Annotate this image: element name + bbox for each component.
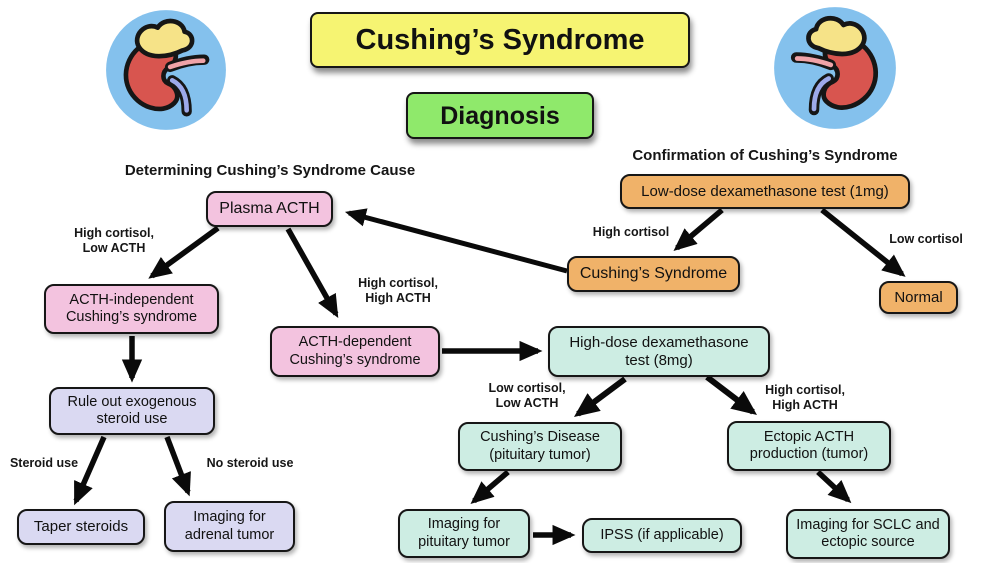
adrenal-kidney-icon-right	[772, 5, 898, 131]
node-cushings-disease: Cushing’s Disease (pituitary tumor)	[458, 422, 622, 471]
edge-label-high-cortisol-high-acth-hd: High cortisol, High ACTH	[765, 383, 845, 412]
node-taper-steroids: Taper steroids	[17, 509, 145, 545]
node-ectopic-acth: Ectopic ACTH production (tumor)	[727, 421, 891, 471]
arrow-disease-to-pituitary-imaging	[470, 469, 510, 504]
arrow-ectopic-to-sclc-imaging	[816, 469, 852, 504]
node-cushings-syndrome: Cushing’s Syndrome	[567, 256, 740, 292]
edge-label-high-cortisol-low-acth: High cortisol, Low ACTH	[74, 226, 154, 255]
arrow-highdose-to-cushings-disease	[573, 376, 627, 418]
node-acth-dependent: ACTH-dependent Cushing’s syndrome	[270, 326, 440, 377]
arrow-lowdose-to-cushings	[673, 207, 724, 251]
adrenal-kidney-icon-left	[104, 8, 228, 132]
arrow-plasma-to-dependent	[285, 227, 339, 319]
edge-label-steroid-use: Steroid use	[9, 456, 79, 470]
edge-label-no-steroid-use: No steroid use	[206, 456, 294, 470]
node-normal: Normal	[879, 281, 958, 314]
arrow-ruleout-to-adrenal-imaging	[164, 436, 191, 497]
edge-label-low-cortisol: Low cortisol	[889, 232, 963, 246]
node-rule-out-steroids: Rule out exogenous steroid use	[49, 387, 215, 435]
node-plasma-acth: Plasma ACTH	[206, 191, 333, 227]
edge-label-high-cortisol: High cortisol	[592, 225, 670, 239]
node-sclc-imaging: Imaging for SCLC and ectopic source	[786, 509, 950, 559]
node-high-dose-test: High-dose dexamethasone test (8mg)	[548, 326, 770, 377]
page-subtitle: Diagnosis	[406, 92, 594, 139]
node-low-dose-test: Low-dose dexamethasone test (1mg)	[620, 174, 910, 209]
page-title: Cushing’s Syndrome	[310, 12, 690, 68]
arrow-cushings-to-plasma	[344, 208, 568, 274]
section-header-confirmation: Confirmation of Cushing’s Syndrome	[632, 147, 898, 164]
node-pituitary-imaging: Imaging for pituitary tumor	[398, 509, 530, 558]
edge-label-high-cortisol-high-acth-plasma: High cortisol, High ACTH	[358, 276, 438, 305]
arrow-highdose-to-ectopic	[705, 374, 758, 416]
node-acth-independent: ACTH-independent Cushing’s syndrome	[44, 284, 219, 334]
edge-label-low-cortisol-low-acth: Low cortisol, Low ACTH	[488, 381, 566, 410]
section-header-cause: Determining Cushing’s Syndrome Cause	[124, 162, 416, 179]
node-adrenal-imaging: Imaging for adrenal tumor	[164, 501, 295, 552]
node-ipss: IPSS (if applicable)	[582, 518, 742, 553]
